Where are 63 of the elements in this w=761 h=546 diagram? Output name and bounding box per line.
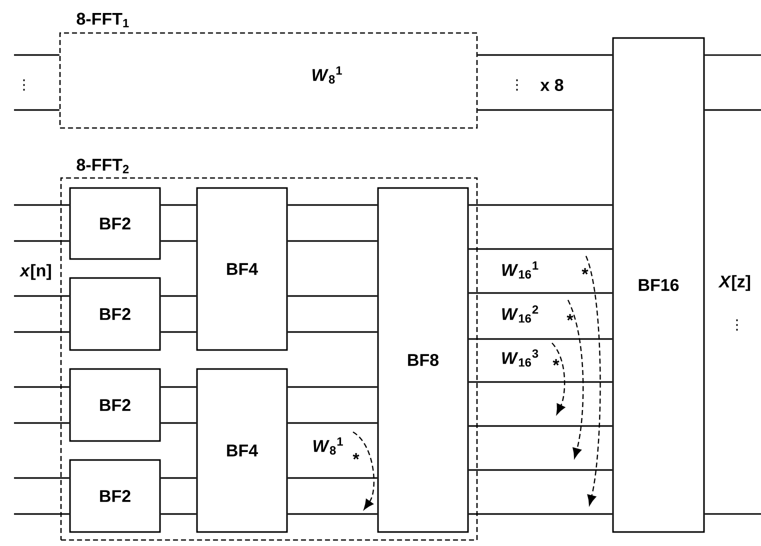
twiddle-label: W$_{8}$1 [312, 66, 342, 84]
signal-line [288, 386, 378, 388]
block-heading: 8-FFT$_{1}$ [76, 12, 129, 28]
butterfly-box: BF8 [377, 187, 469, 533]
signal-label: x 8 [540, 78, 564, 92]
signal-line [468, 469, 612, 471]
signal-line [14, 295, 70, 297]
butterfly-box: BF2 [69, 368, 161, 442]
signal-line [478, 109, 612, 111]
ellipsis-dots: ⋮ [23, 79, 25, 91]
signal-line [14, 386, 70, 388]
signal-line [468, 248, 612, 250]
butterfly-box: BF4 [196, 368, 288, 533]
conjugate-mark: * [566, 314, 574, 320]
block-heading: 8-FFT$_{2}$ [76, 158, 129, 174]
signal-line [160, 422, 196, 424]
butterfly-box: BF2 [69, 459, 161, 533]
signal-label: W$_{16}$3 [502, 349, 538, 367]
signal-line [288, 331, 378, 333]
signal-line [160, 477, 196, 479]
signal-line [704, 54, 761, 56]
signal-line [14, 204, 70, 206]
butterfly-box: BF2 [69, 277, 161, 351]
signal-line [160, 240, 196, 242]
signal-line [160, 204, 196, 206]
signal-line [288, 477, 378, 479]
butterfly-box: BF2 [69, 187, 161, 260]
signal-line [14, 240, 70, 242]
signal-line [288, 295, 378, 297]
butterfly-box: BF4 [196, 187, 288, 351]
signal-line [468, 292, 612, 294]
signal-line [288, 240, 378, 242]
signal-line [288, 422, 378, 424]
signal-label: W$_{16}$1 [502, 261, 538, 279]
signal-line [14, 54, 60, 56]
signal-line [160, 331, 196, 333]
signal-line [160, 513, 196, 515]
signal-line [288, 513, 378, 515]
conjugate-mark: * [582, 268, 588, 274]
signal-line [704, 513, 761, 515]
butterfly-box: BF16 [612, 37, 705, 533]
signal-line [468, 204, 612, 206]
signal-line [14, 477, 70, 479]
conjugate-mark: * [352, 453, 360, 460]
ellipsis-dots: ⋮ [736, 319, 738, 331]
signal-line [468, 425, 612, 427]
ellipsis-dots: ⋮ [516, 79, 518, 91]
conjugate-mark: * [552, 359, 560, 366]
signal-label: W$_{8}$1 [314, 437, 343, 455]
signal-line [468, 381, 612, 383]
signal-line [704, 109, 761, 111]
signal-line [468, 338, 612, 340]
signal-line [468, 513, 612, 515]
signal-line [14, 109, 60, 111]
signal-line [288, 204, 378, 206]
signal-line [14, 513, 70, 515]
signal-line [478, 54, 612, 56]
signal-line [14, 422, 70, 424]
signal-label: W$_{16}$2 [502, 305, 538, 323]
signal-line [160, 386, 196, 388]
signal-line [14, 331, 70, 333]
signal-label: x[n] [19, 264, 51, 280]
signal-line [160, 295, 196, 297]
